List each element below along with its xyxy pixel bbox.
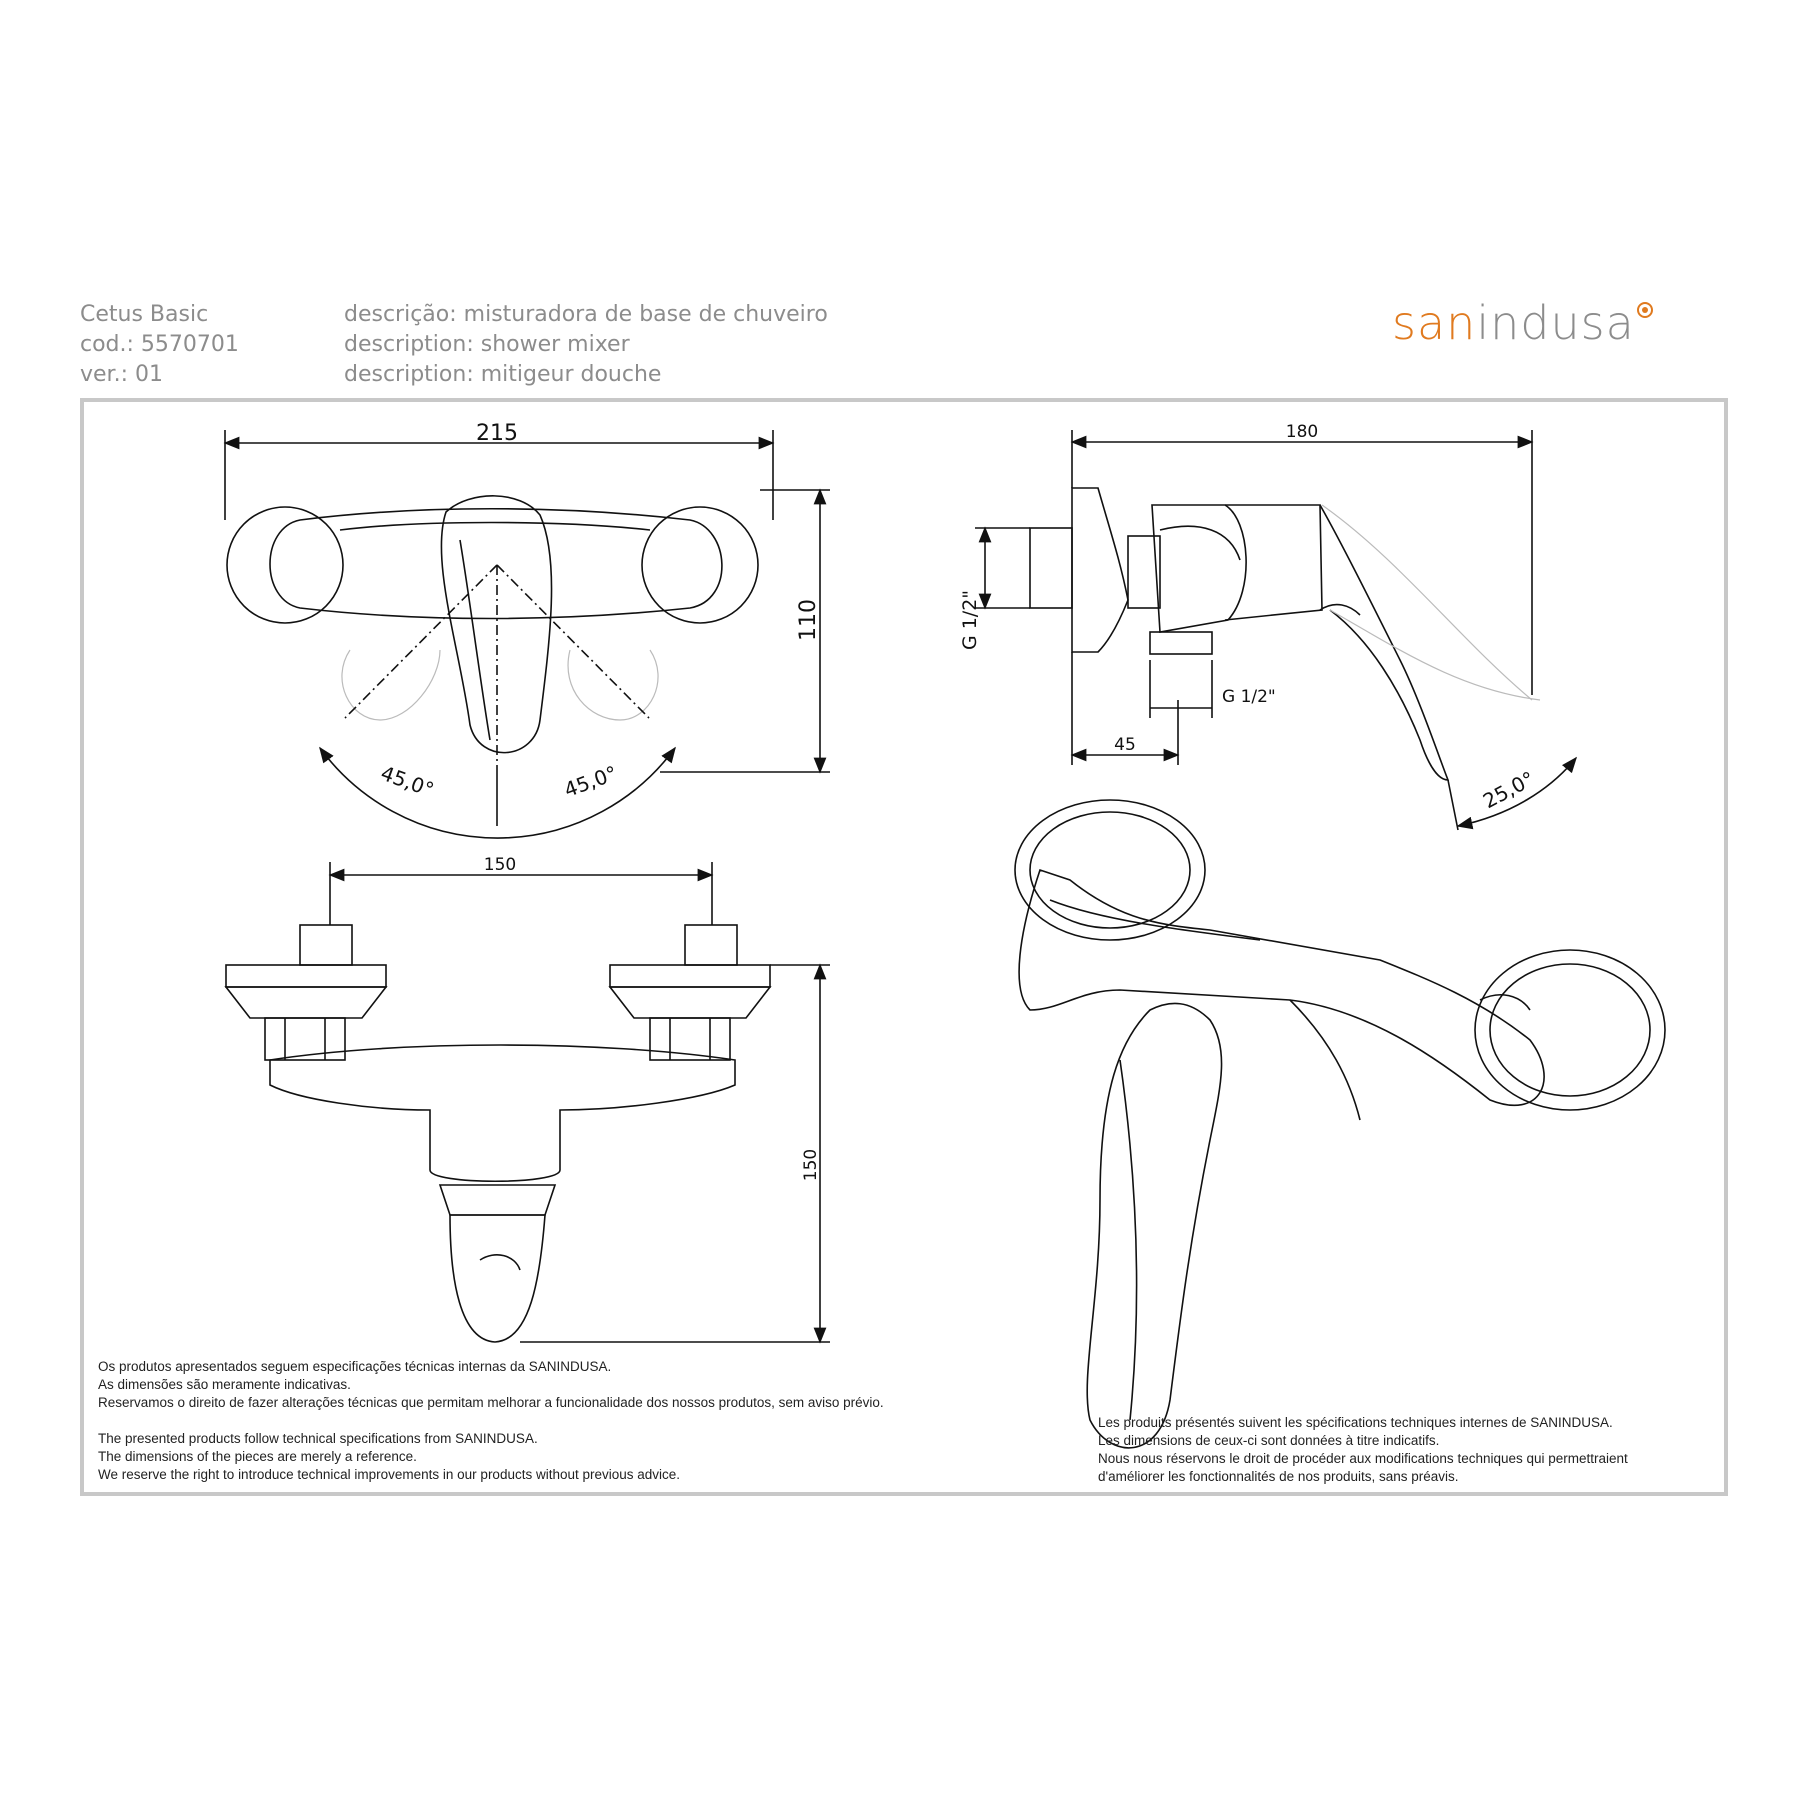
- dim-side-angle: 25,0°: [1479, 766, 1538, 813]
- drawing-frame: [80, 398, 1728, 1496]
- note-pt-3: Reservamos o direito de fazer alterações…: [98, 1395, 884, 1410]
- dim-front-width: 215: [476, 421, 518, 446]
- note-pt-1: Os produtos apresentados seguem especifi…: [98, 1359, 612, 1374]
- dim-bottom-height: 150: [801, 1149, 821, 1181]
- description-fr: description: mitigeur douche: [344, 362, 662, 387]
- product-info: Cetus Basic cod.: 5570701 ver.: 01: [80, 300, 239, 390]
- note-en-2: The dimensions of the pieces are merely …: [98, 1449, 417, 1464]
- registered-mark-icon: [1636, 302, 1653, 318]
- product-name: Cetus Basic: [80, 302, 209, 327]
- description-pt: descrição: misturadora de base de chuvei…: [344, 302, 828, 327]
- dim-thread-vertical: G 1/2": [959, 590, 981, 650]
- dim-bottom-width: 150: [484, 855, 516, 875]
- note-en-3: We reserve the right to introduce techni…: [98, 1467, 681, 1482]
- product-code: cod.: 5570701: [80, 332, 239, 357]
- note-fr-4: d'améliorer les fonctionnalités de nos p…: [1098, 1469, 1459, 1484]
- description-en: description: shower mixer: [344, 332, 630, 357]
- side-view: [975, 430, 1578, 831]
- dim-side-width: 180: [1286, 422, 1318, 442]
- disclaimer-fr: Les produits présentés suivent les spéci…: [1098, 1414, 1628, 1486]
- note-en-1: The presented products follow technical …: [98, 1431, 538, 1446]
- note-fr-1: Les produits présentés suivent les spéci…: [1098, 1415, 1613, 1430]
- logo-part-indusa: indusa: [1476, 296, 1635, 350]
- logo-part-san: san: [1392, 296, 1477, 350]
- dim-angle-right: 45,0°: [561, 761, 620, 802]
- dim-thread-bottom: G 1/2": [1222, 687, 1276, 707]
- dim-front-height: 110: [796, 599, 821, 641]
- dim-side-offset: 45: [1114, 735, 1136, 755]
- note-fr-2: Les dimensions de ceux-ci sont données à…: [1098, 1433, 1440, 1448]
- disclaimer-pt-en: Os produtos apresentados seguem especifi…: [98, 1358, 884, 1484]
- dim-angle-left: 45,0°: [378, 761, 437, 802]
- bottom-view: [224, 862, 830, 1344]
- sanindusa-logo: sanindusa: [1392, 296, 1653, 350]
- front-view: [223, 430, 830, 839]
- perspective-view: [1014, 799, 1666, 1449]
- note-fr-3: Nous nous réservons le droit de procéder…: [1098, 1451, 1628, 1466]
- product-version: ver.: 01: [80, 362, 163, 387]
- note-pt-2: As dimensões são meramente indicativas.: [98, 1377, 351, 1392]
- product-description: descrição: misturadora de base de chuvei…: [344, 300, 828, 390]
